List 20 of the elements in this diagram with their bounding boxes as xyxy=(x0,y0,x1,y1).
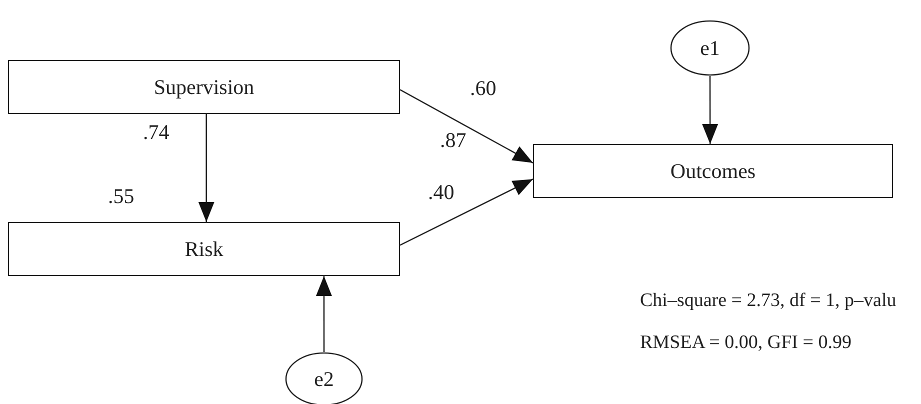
r-squared-value: .55 xyxy=(108,184,134,209)
path-coefficient: .60 xyxy=(470,76,496,101)
variable-box xyxy=(8,60,400,114)
path-coefficient: .40 xyxy=(428,180,454,205)
node-label: e1 xyxy=(700,36,720,60)
fit-statistics: RMSEA = 0.00, GFI = 0.99 xyxy=(640,332,852,354)
node-label: Risk xyxy=(184,236,224,262)
fit-statistics: Chi–square = 2.73, df = 1, p–valu xyxy=(640,290,896,312)
variable-box xyxy=(533,144,893,198)
variable-box xyxy=(8,222,400,276)
r-squared-value: .87 xyxy=(440,128,466,153)
path-coefficient: .74 xyxy=(143,120,170,145)
arrow xyxy=(400,178,534,246)
node-label: Outcomes xyxy=(670,158,756,184)
node-label: Supervision xyxy=(154,74,254,100)
arrow xyxy=(316,276,332,352)
node-label: e2 xyxy=(314,366,334,392)
arrow xyxy=(198,114,214,222)
arrow xyxy=(702,76,718,144)
arrow xyxy=(400,89,534,164)
